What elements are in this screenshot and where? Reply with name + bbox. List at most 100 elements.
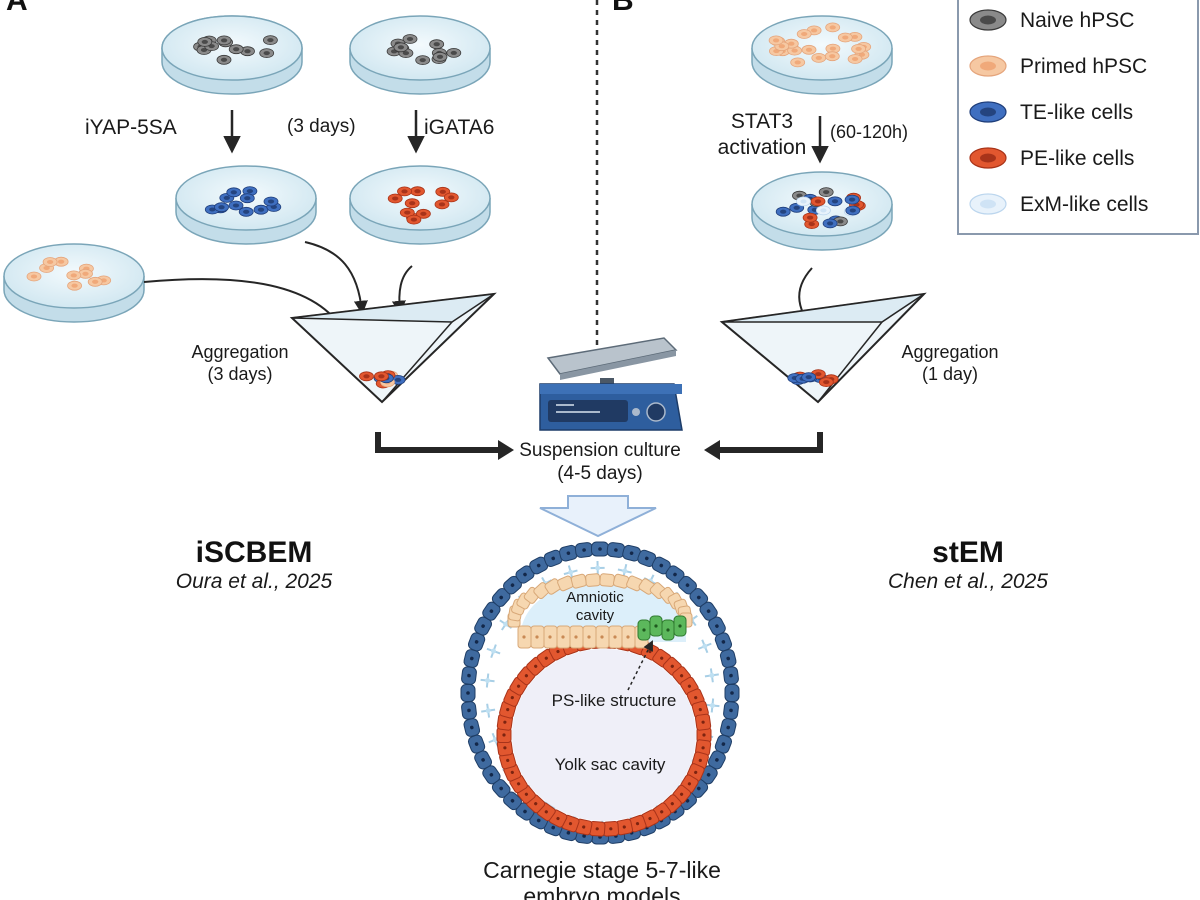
legend-label: ExM-like cells [1020, 193, 1148, 216]
epiblast-cell [569, 625, 584, 649]
dish-cells [775, 187, 866, 230]
cell [825, 22, 841, 33]
cell [833, 216, 848, 227]
cell [393, 42, 409, 53]
cell [824, 51, 840, 62]
cell [790, 57, 806, 68]
label-amniotic-2: cavity [576, 607, 615, 624]
caption-line-1: Carnegie stage 5-7-like [483, 857, 721, 883]
epiblast-cell [595, 625, 610, 649]
cell [214, 202, 229, 213]
cell [216, 54, 232, 65]
te-cell [651, 556, 671, 575]
hollow-down-arrow [539, 495, 657, 538]
dish-cells [768, 22, 872, 68]
model-name-stem: stEM [932, 536, 1004, 569]
cell [446, 48, 462, 58]
exm-cell [697, 639, 712, 654]
arrow-primed-to-funnel [143, 278, 344, 331]
cell [226, 187, 242, 198]
label-ps-like: PS-like structure [552, 691, 677, 710]
embryo-model [460, 541, 740, 845]
cell [263, 196, 279, 207]
legend-label: Naive hPSC [1020, 9, 1134, 32]
exm-cell [590, 561, 605, 576]
label-60-120h: (60-120h) [830, 122, 908, 142]
cell [26, 271, 42, 282]
citation-chen: Chen et al., 2025 [888, 570, 1048, 593]
dish-cells [386, 34, 462, 65]
cell [404, 198, 420, 209]
cell [802, 212, 818, 223]
cell [253, 204, 269, 215]
amnion-cell [585, 573, 601, 587]
cell [432, 51, 448, 62]
exm-cell [480, 673, 495, 688]
cell [228, 44, 244, 55]
cell [197, 37, 213, 47]
legend-item: Naive hPSC [969, 9, 1134, 32]
cell [827, 196, 843, 207]
cell [259, 48, 275, 58]
arrowhead-a-suspension [498, 440, 514, 460]
cell [816, 205, 831, 216]
epiblast-cell [517, 625, 532, 649]
te-cell [723, 701, 739, 720]
cell [359, 371, 374, 382]
label-aggregation-a-2: (3 days) [207, 364, 272, 384]
label-suspension-1: Suspension culture [519, 440, 681, 461]
legend-item: Primed hPSC [969, 55, 1147, 78]
exm-cell [704, 668, 719, 683]
cell [42, 257, 58, 267]
pe-cell [695, 713, 712, 731]
cell [406, 214, 422, 225]
te-cell [591, 541, 609, 557]
cell [775, 206, 791, 217]
dish-cells [204, 186, 282, 217]
te-cell [719, 649, 737, 668]
cell [818, 377, 834, 388]
te-cell [637, 549, 657, 568]
cell [397, 186, 412, 197]
cell [410, 186, 425, 197]
cell [822, 218, 838, 229]
te-cell [724, 684, 740, 702]
legend: Naive hPSC Primed hPSC TE-like cellsPE-lik… [957, 0, 1199, 235]
te-cell [714, 632, 733, 652]
cell [796, 196, 811, 207]
cell [87, 276, 103, 287]
cell [847, 54, 863, 64]
dish-cells [26, 256, 112, 291]
cell [801, 44, 817, 55]
dish-mixed-b [751, 171, 893, 251]
label-aggregation-a-1: Aggregation [191, 342, 288, 362]
label-amniotic-1: Amniotic [566, 589, 624, 606]
legend-item: PE-like cells [969, 147, 1134, 170]
arrow-te-to-funnel [304, 241, 368, 315]
legend-item: ExM-like cells [969, 193, 1148, 216]
legend-label: TE-like cells [1020, 101, 1133, 124]
epiblast-cell [543, 625, 558, 649]
dish-primed-left [3, 243, 145, 323]
legend-label: PE-like cells [1020, 147, 1134, 170]
label-stat3-1: STAT3 [731, 110, 793, 133]
dish-naive-left [161, 15, 303, 95]
dish-primed-b [751, 15, 893, 95]
label-iyap: iYAP-5SA [85, 116, 177, 139]
cell [415, 208, 431, 219]
arrow-b-to-suspension [720, 432, 823, 453]
cell [415, 55, 431, 65]
epiblast-cell [530, 625, 545, 649]
label-suspension-2: (4-5 days) [557, 463, 643, 484]
cell [818, 187, 834, 198]
epiblast-cell [556, 625, 571, 649]
exm-cell [486, 644, 501, 659]
exm-cell [563, 565, 578, 580]
pe-cell [588, 821, 606, 837]
legend-item: TE-like cells [969, 101, 1133, 124]
pe-cell [691, 700, 709, 719]
cell [796, 29, 812, 39]
dish-cells [387, 186, 459, 225]
exm-cell [705, 698, 720, 713]
label-aggregation-b-2: (1 day) [922, 364, 978, 384]
